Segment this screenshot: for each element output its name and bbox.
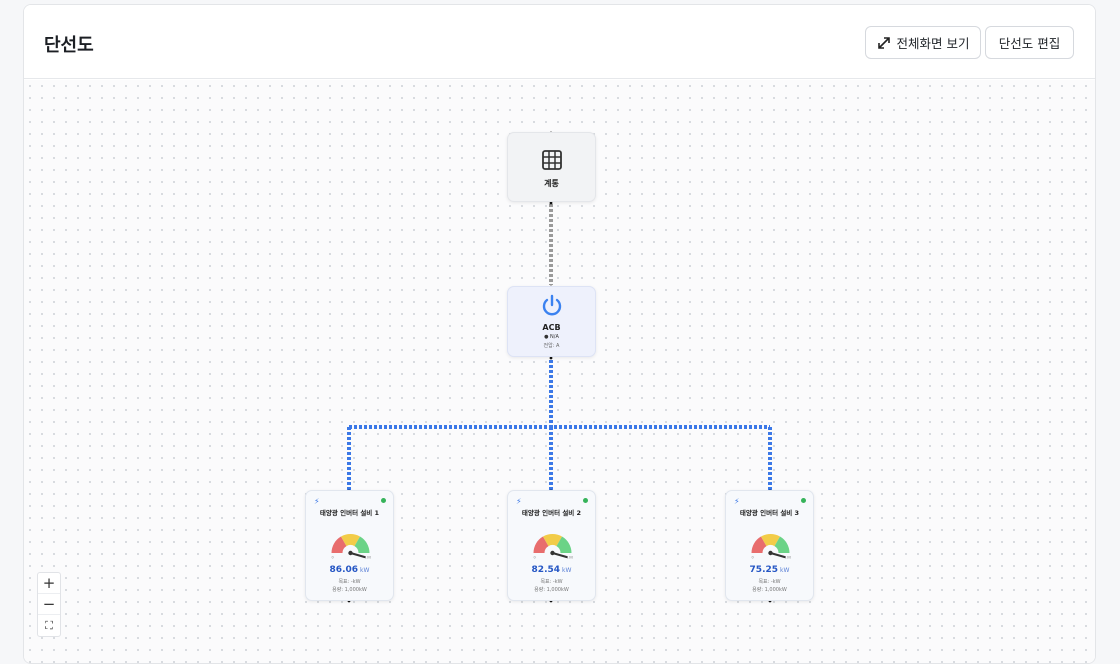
edit-diagram-button[interactable]: 단선도 편집 — [985, 26, 1074, 59]
status-dot — [801, 498, 806, 503]
expand-diagonal-icon — [877, 36, 890, 49]
gauge-max-label: 100 — [567, 556, 574, 560]
inverter-target: 목표: -kW — [758, 579, 781, 585]
zoom-controls: + − ⛶ — [37, 572, 61, 637]
power-gauge: 0 100 — [331, 534, 372, 560]
lightning-icon: ⚡ — [734, 497, 740, 506]
status-dot — [583, 498, 588, 503]
diagram-canvas[interactable]: 계통 ACB ● N/A 전압: A ⚡ 태양광 인버터 설비 1 0 100 8… — [24, 80, 1095, 663]
acb-node[interactable]: ACB ● N/A 전압: A — [507, 286, 596, 357]
grid-node[interactable]: 계통 — [507, 132, 596, 202]
gauge-max-label: 100 — [365, 556, 372, 560]
power-gauge: 0 100 — [751, 534, 792, 560]
inverter-capacity: 용량: 1,000kW — [332, 587, 367, 593]
handle — [549, 356, 553, 360]
gauge-red-zone — [331, 536, 347, 553]
gauge-min-label: 0 — [332, 556, 334, 560]
edit-diagram-label: 단선도 편집 — [998, 36, 1061, 51]
inverter-target: 목표: -kW — [338, 579, 361, 585]
single-line-diagram-panel: 단선도 전체화면 보기 단선도 편집 — [23, 4, 1096, 664]
gauge-hub — [348, 550, 353, 556]
gauge-hub — [550, 550, 555, 556]
gauge-max-label: 100 — [785, 556, 792, 560]
gauge-yellow-zone — [543, 534, 562, 547]
acb-node-label: ACB — [542, 323, 561, 332]
zoom-in-button[interactable]: + — [38, 573, 60, 594]
power-gauge: 0 100 — [533, 534, 574, 560]
status-dot — [381, 498, 386, 503]
fit-view-button[interactable]: ⛶ — [45, 618, 53, 632]
inverter-target: 목표: -kW — [540, 579, 563, 585]
fullscreen-button[interactable]: 전체화면 보기 — [865, 26, 981, 59]
page-title: 단선도 — [44, 35, 94, 56]
handle — [549, 201, 553, 205]
gauge-min-label: 0 — [534, 556, 536, 560]
gauge-green-zone — [774, 536, 790, 553]
fullscreen-label: 전체화면 보기 — [896, 36, 970, 51]
gauge-green-zone — [354, 536, 370, 553]
gauge-yellow-zone — [761, 534, 780, 547]
acb-status: ● N/A — [544, 334, 559, 340]
gauge-green-zone — [556, 536, 572, 553]
inverter-title: 태양광 인버터 설비 2 — [521, 509, 582, 517]
panel-header: 단선도 전체화면 보기 단선도 편집 — [24, 5, 1095, 79]
lightning-icon: ⚡ — [516, 497, 522, 506]
grid-node-label: 계통 — [544, 179, 559, 188]
inverter-capacity: 용량: 1,000kW — [534, 587, 569, 593]
gauge-min-label: 0 — [752, 556, 754, 560]
gauge-needle — [769, 551, 786, 559]
gauge-red-zone — [751, 536, 767, 553]
zoom-out-button[interactable]: − — [38, 594, 60, 615]
inverter-capacity: 용량: 1,000kW — [752, 587, 787, 593]
gauge-red-zone — [533, 536, 549, 553]
gauge-hub — [768, 550, 773, 556]
gauge-needle — [349, 551, 366, 559]
lightning-icon: ⚡ — [314, 497, 320, 506]
gauge-yellow-zone — [341, 534, 360, 547]
inverter-title: 태양광 인버터 설비 1 — [319, 509, 380, 517]
gauge-needle — [551, 551, 568, 559]
grid-table-icon — [541, 150, 562, 170]
power-icon — [542, 294, 561, 316]
inverter-title: 태양광 인버터 설비 3 — [739, 509, 800, 517]
acb-current: 전압: A — [543, 343, 560, 349]
